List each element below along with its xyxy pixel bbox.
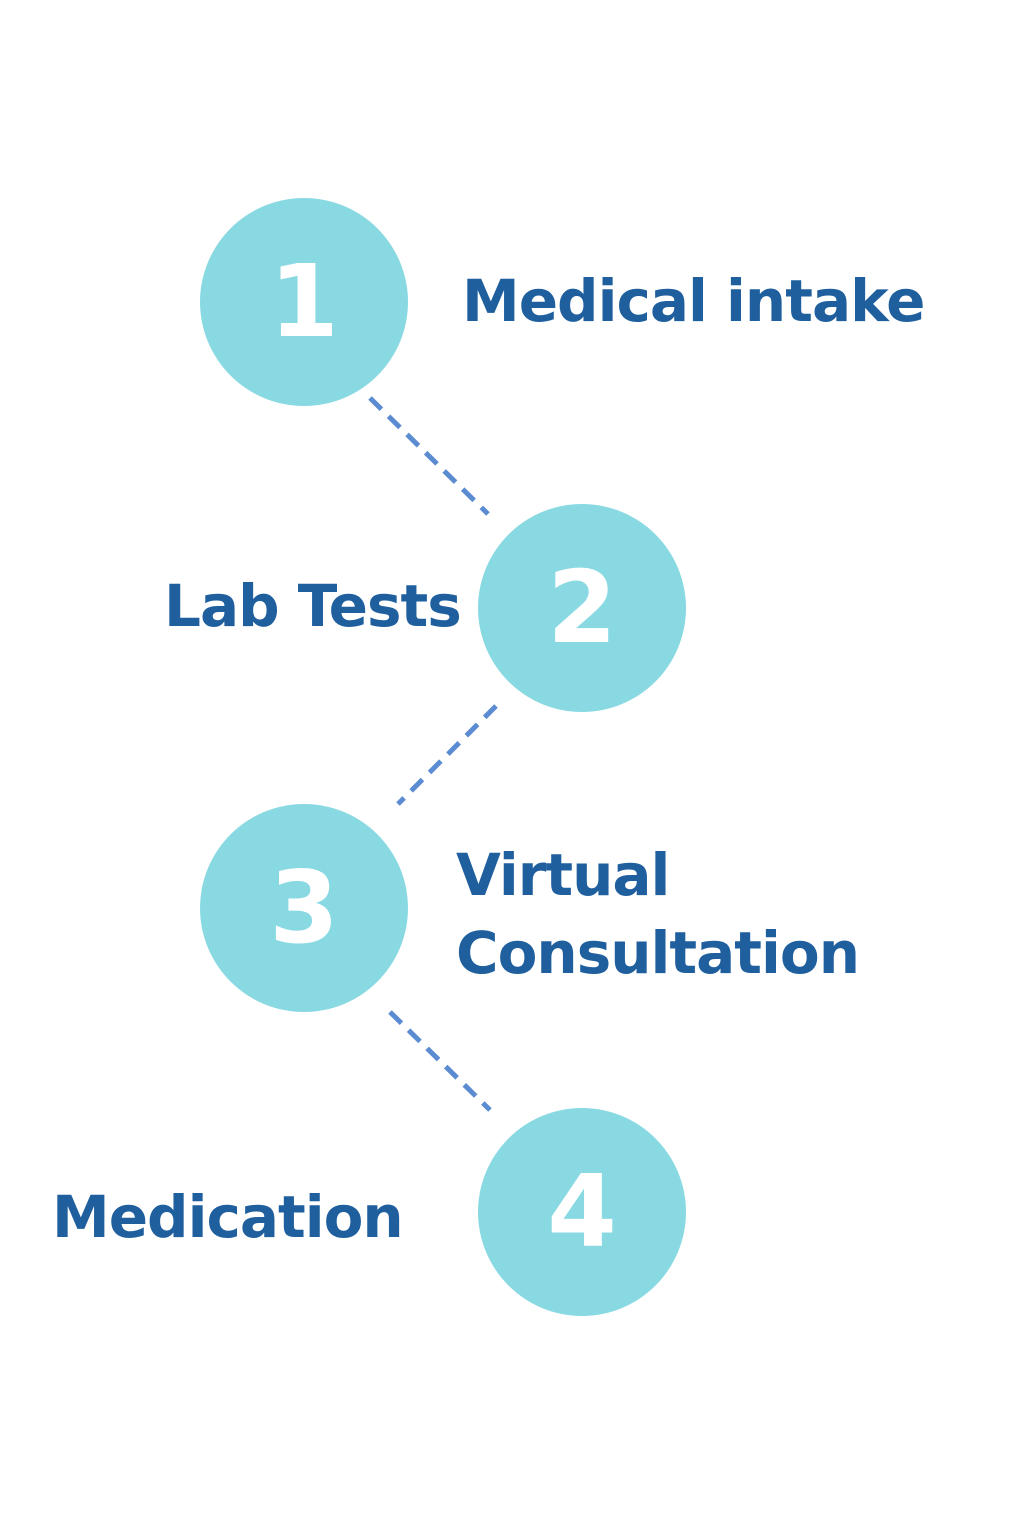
connector-3-4 [388,1010,492,1112]
step-label-3-line-2: Consultation [456,919,860,988]
step-circle-3: 3 [200,804,408,1012]
step-number-2: 2 [547,549,617,666]
step-label-4: Medication [52,1183,404,1251]
step-label-3-line-1: Virtual [456,841,670,909]
step-label-2: Lab Tests [164,572,462,640]
connector-2-3 [396,704,498,806]
step-label-1: Medical intake [462,267,925,335]
step-number-4: 4 [547,1153,617,1270]
step-circle-2: 2 [478,504,686,712]
step-label-3: Virtual Consultation [456,836,860,993]
step-number-3: 3 [269,849,339,966]
step-circle-1: 1 [200,198,408,406]
connector-1-2 [368,396,490,516]
step-number-1: 1 [269,243,339,360]
step-circle-4: 4 [478,1108,686,1316]
